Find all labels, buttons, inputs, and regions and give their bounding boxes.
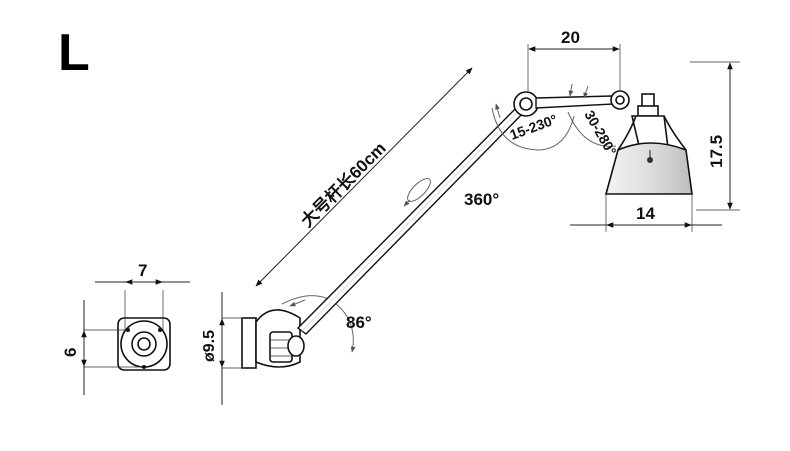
rotation-label: 360°	[464, 190, 499, 209]
arm-length-dimension: 大号杆长60cm	[255, 67, 473, 287]
shade-top-width-label: 20	[561, 28, 580, 47]
plate-width-label: 7	[138, 261, 147, 280]
plate-height-dimension: 6	[61, 300, 142, 395]
size-letter: L	[58, 24, 90, 82]
base-angle-label: 86°	[346, 313, 372, 332]
elbow-joint	[513, 91, 615, 117]
wall-plate-front-view	[117, 317, 171, 371]
shade-bottom-width-dimension: 14	[570, 194, 722, 232]
arm-length-label: 大号杆长60cm	[297, 138, 390, 231]
base-angle-indicator: 86°	[281, 295, 372, 353]
plate-width-dimension: 7	[95, 261, 190, 330]
shade-top-width-dimension: 20	[527, 28, 621, 92]
shade-height-label: 17.5	[707, 135, 726, 168]
shade-bottom-width-label: 14	[636, 204, 655, 223]
long-arm	[296, 99, 531, 335]
base-diameter-label: ø9.5	[201, 330, 218, 362]
shade-height-dimension: 17.5	[690, 61, 740, 211]
lamp-head	[604, 90, 693, 195]
base-side-view	[241, 309, 305, 369]
head-angle-label: 30-280°	[581, 108, 619, 159]
plate-height-label: 6	[61, 348, 80, 357]
base-diameter-dimension: ø9.5	[201, 292, 244, 405]
